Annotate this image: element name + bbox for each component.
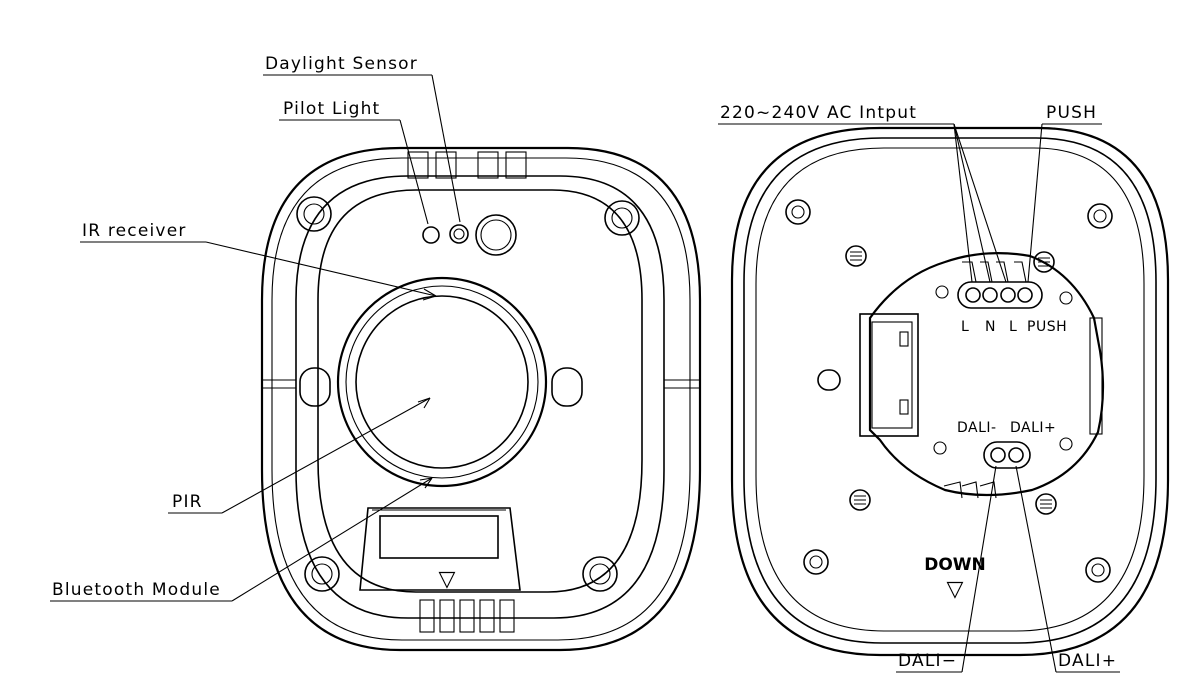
pilot-light-icon xyxy=(422,226,440,244)
back-screw-top-left xyxy=(845,245,867,267)
back-outer-housing xyxy=(730,126,1170,657)
terminal-label-dali-minus: DALI- xyxy=(957,420,997,436)
front-screw-boss-top-left xyxy=(296,196,332,232)
terminal-screw-l2 xyxy=(1000,287,1016,303)
front-screw-boss-bottom-right xyxy=(582,556,618,592)
back-screw-bottom-left xyxy=(849,489,871,511)
back-mount-boss-top-right xyxy=(1087,203,1113,229)
back-outer-housing-inner-edge xyxy=(743,137,1157,644)
label-ac-input: 220~240V AC Intput xyxy=(720,103,917,123)
front-inner-plate xyxy=(317,189,643,593)
front-outer-housing xyxy=(260,146,702,652)
front-outer-housing-inner-edge xyxy=(271,157,691,641)
terminal-screw-push xyxy=(1017,287,1033,303)
terminal-label-dali-plus: DALI+ xyxy=(1010,420,1056,436)
front-screw-boss-bottom-left xyxy=(304,556,340,592)
front-view: ▽ Daylight Sensor Pilot Light IR receive… xyxy=(50,54,702,652)
pir-lens xyxy=(336,276,548,488)
back-mount-boss-bottom-left xyxy=(803,549,829,575)
terminal-label-push: PUSH xyxy=(1027,319,1067,335)
front-down-arrow-icon: ▽ xyxy=(439,567,456,592)
terminal-label-l1: L xyxy=(961,319,969,335)
back-down-text: DOWN xyxy=(924,555,986,575)
front-mid-frame xyxy=(295,175,665,619)
terminal-label-n: N xyxy=(985,319,996,335)
back-mount-boss-bottom-right xyxy=(1085,557,1111,583)
front-side-tab-left xyxy=(299,367,331,407)
label-pir: PIR xyxy=(172,492,203,512)
front-screw-boss-top-right xyxy=(604,200,640,236)
dali-terminal-block xyxy=(943,441,1031,499)
bluetooth-module-tab xyxy=(359,507,521,591)
power-terminal-block xyxy=(957,261,1043,309)
front-side-tab-right xyxy=(551,367,583,407)
back-view: L N L PUSH DALI- DALI+ DOWN ▽ 220~240V A… xyxy=(718,103,1170,673)
label-dali-minus: DALI− xyxy=(898,651,957,671)
dali-screw-plus xyxy=(1008,447,1024,463)
label-pilot-light: Pilot Light xyxy=(283,99,380,119)
front-arrowheads xyxy=(417,288,437,489)
back-screw-bottom-right xyxy=(1035,493,1057,515)
terminal-label-l2: L xyxy=(1009,319,1017,335)
label-ir-receiver: IR receiver xyxy=(82,221,187,241)
terminal-screw-l1 xyxy=(965,287,981,303)
label-daylight-sensor: Daylight Sensor xyxy=(265,54,418,74)
terminal-screw-n xyxy=(982,287,998,303)
front-leaders xyxy=(50,74,461,602)
back-mount-boss-top-left xyxy=(785,199,811,225)
front-bottom-notches xyxy=(419,599,515,633)
label-push: PUSH xyxy=(1046,103,1097,123)
label-dali-plus: DALI+ xyxy=(1058,651,1117,671)
back-leaders xyxy=(718,123,1120,673)
dali-screw-minus xyxy=(990,447,1006,463)
back-module xyxy=(859,252,1105,497)
back-keyhole-slot xyxy=(817,369,841,391)
label-bluetooth-module: Bluetooth Module xyxy=(52,580,221,600)
front-top-notches xyxy=(407,151,527,179)
daylight-sensor-icon xyxy=(449,224,469,244)
back-down-arrow-icon: ▽ xyxy=(947,577,964,602)
ir-window-icon xyxy=(475,214,517,256)
